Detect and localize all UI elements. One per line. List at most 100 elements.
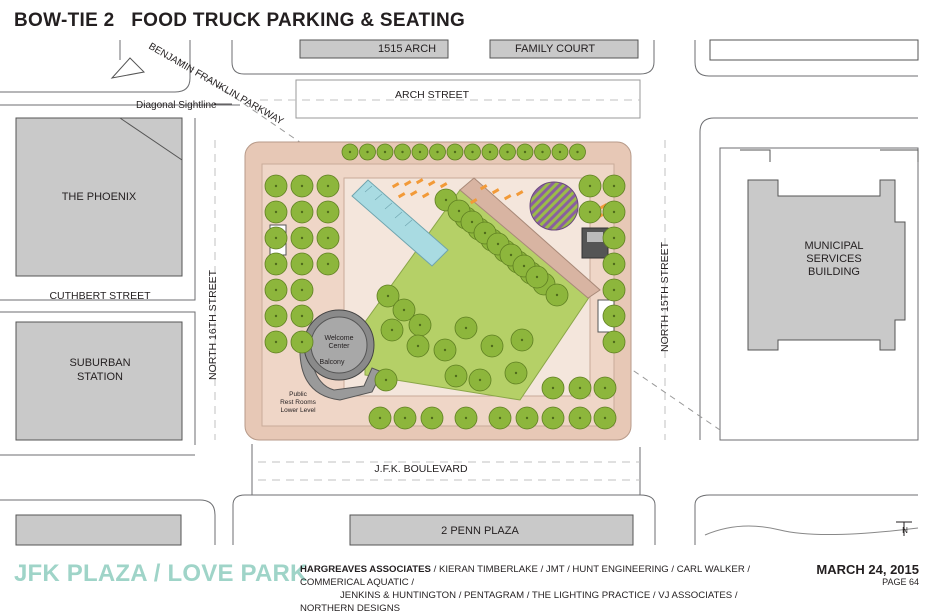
tree-trunk [509, 253, 513, 257]
firm-name: HARGREAVES ASSOCIATES [300, 564, 431, 575]
credits: HARGREAVES ASSOCIATES / KIERAN TIMBERLAK… [300, 563, 770, 615]
tree-trunk [418, 150, 422, 154]
tree-trunk [430, 416, 434, 420]
garden-bed [529, 181, 579, 231]
suburban-station-label-1: SUBURBAN [69, 357, 130, 369]
tree-trunk [612, 288, 616, 292]
tree-trunk [390, 328, 394, 332]
balcony-label: Balcony [320, 359, 345, 366]
building-1515-arch-label: 1515 ARCH [378, 43, 436, 55]
family-court-label: FAMILY COURT [515, 43, 595, 55]
tree-trunk [523, 150, 527, 154]
tree-trunk [274, 288, 278, 292]
tree-trunk [612, 340, 616, 344]
tree-trunk [603, 386, 607, 390]
tree-trunk [488, 150, 492, 154]
family-court-building [489, 39, 639, 59]
msb-label-2: SERVICES [806, 253, 861, 265]
tree-trunk [483, 231, 487, 235]
tree-trunk [274, 210, 278, 214]
tree-trunk [471, 150, 474, 154]
tree-trunk [326, 210, 330, 214]
credits-line-1: / KIERAN TIMBERLAKE / JMT / HUNT ENGINEE… [300, 564, 751, 588]
tree-trunk [300, 210, 304, 214]
tree-trunk [384, 378, 388, 382]
tree-trunk [386, 294, 390, 298]
tree-trunk [383, 150, 387, 154]
cuthbert-street-label: CUTHBERT STREET [49, 290, 151, 302]
north-label: N [902, 526, 908, 535]
page-title: BOW-TIE 2 FOOD TRUCK PARKING & SEATING [14, 10, 466, 31]
tree-trunk [464, 326, 468, 330]
fountain [351, 179, 449, 267]
two-penn-plaza-building [349, 514, 634, 546]
tree-trunk [443, 348, 447, 352]
tree-trunk [496, 242, 500, 246]
msb-label-1: MUNICIPAL [804, 240, 863, 252]
tree-trunk [578, 416, 582, 420]
welcome-center-label-1: Welcome [324, 335, 353, 342]
diagonal-sightline-label: Diagonal Sightline [136, 100, 217, 111]
tree-trunk [401, 150, 404, 154]
tree-trunk [555, 293, 559, 297]
tree-trunk [551, 416, 555, 420]
tree-trunk [464, 416, 468, 420]
msb-label-3: BUILDING [808, 266, 860, 278]
north-15th-street-label: NORTH 15TH STREET [659, 241, 671, 352]
tree-trunk [326, 262, 330, 266]
sidewalk-curve [704, 525, 919, 536]
tree-trunk [612, 184, 616, 188]
credits-line-2: JENKINS & HUNTINGTON / PENTAGRAM / THE L… [300, 590, 738, 614]
tree-trunk [326, 236, 330, 240]
tree-trunk [274, 314, 278, 318]
the-phoenix-outline [119, 117, 183, 276]
tree-trunk [403, 416, 407, 420]
tree-trunk [478, 378, 482, 382]
page-number: PAGE 64 [882, 577, 919, 587]
tree-trunk [418, 323, 422, 327]
restrooms-label-3: Lower Level [280, 407, 316, 414]
lawn-edge-path [459, 177, 601, 299]
tree-trunk [490, 344, 494, 348]
trees [264, 143, 626, 430]
tree-trunk [535, 275, 539, 279]
tree-trunk [326, 184, 330, 188]
tree-trunk [416, 344, 420, 348]
tree-trunk [274, 262, 278, 266]
tree-trunk [506, 150, 509, 154]
tree-trunk [300, 288, 304, 292]
tree-trunk [520, 338, 524, 342]
building-1515-arch [299, 39, 449, 59]
tree-trunk [612, 314, 616, 318]
kiosk-window [587, 232, 603, 242]
municipal-services-building [747, 179, 906, 351]
tree-trunk [541, 150, 544, 154]
tree-trunk [436, 150, 439, 154]
tree-trunk [558, 150, 562, 154]
street-blocks [0, 40, 919, 545]
tree-trunk [366, 150, 369, 154]
tree-trunk [453, 150, 457, 154]
tree-trunk [588, 210, 592, 214]
tree-trunk [274, 340, 278, 344]
tree-trunk [348, 150, 352, 154]
restrooms-label-2: Rest Rooms [280, 399, 317, 406]
tree-trunk [300, 340, 304, 344]
tree-trunk [514, 371, 518, 375]
tree-trunk [274, 236, 278, 240]
tree-trunk [300, 184, 304, 188]
tree-trunk [525, 416, 529, 420]
the-phoenix-building [15, 117, 183, 277]
tree-trunk [612, 236, 616, 240]
building-sw [15, 514, 182, 546]
the-phoenix-label: THE PHOENIX [62, 191, 137, 203]
lane-markings [214, 99, 666, 481]
suburban-station-label-2: STATION [77, 371, 123, 383]
tree-trunk [274, 184, 278, 188]
tree-trunk [402, 308, 406, 312]
tree-trunk [498, 416, 502, 420]
tree-trunk [603, 416, 607, 420]
two-penn-plaza-label: 2 PENN PLAZA [441, 525, 519, 537]
suburban-station-building [15, 321, 183, 441]
fountain-jets [364, 185, 413, 227]
